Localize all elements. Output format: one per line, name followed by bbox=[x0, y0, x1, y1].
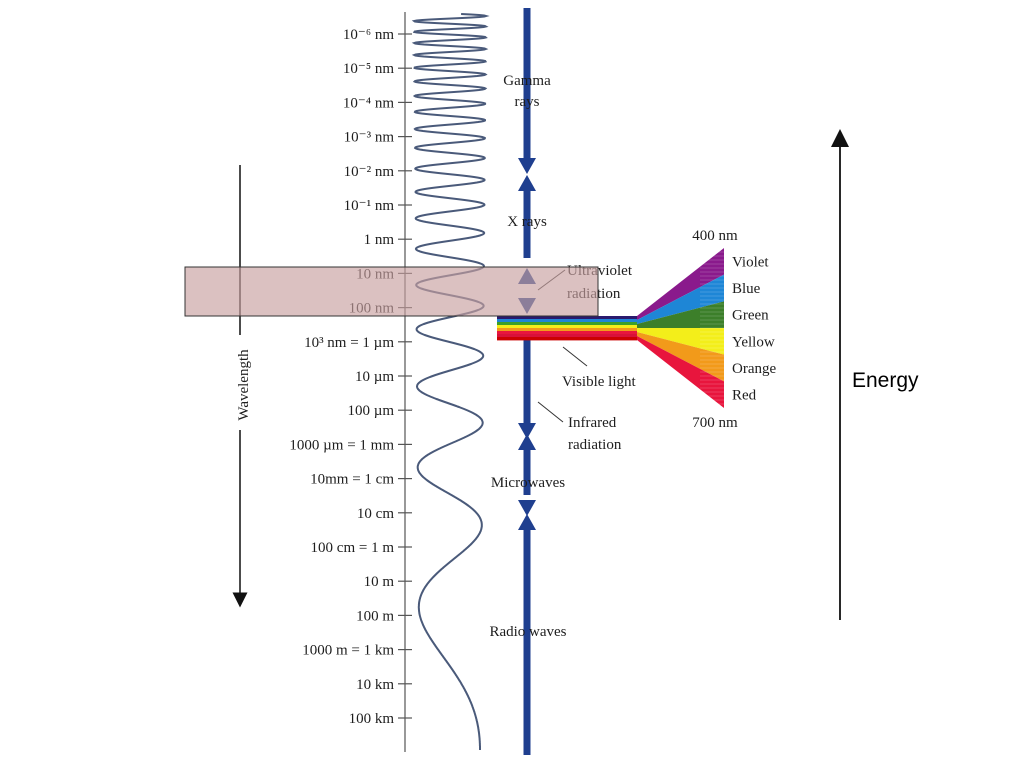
tick-label: 10 cm bbox=[357, 506, 394, 522]
fan-band-blue bbox=[637, 274, 724, 324]
tick-label: 10⁻² nm bbox=[344, 164, 395, 180]
gamma-label-2: rays bbox=[515, 94, 540, 110]
band-segment bbox=[523, 521, 531, 755]
tick-label: 10 µm bbox=[355, 369, 394, 385]
nm-700-label: 700 nm bbox=[692, 415, 738, 431]
visible-strip-band bbox=[497, 322, 637, 326]
visible-strip-band bbox=[497, 316, 637, 320]
band-arrow-down bbox=[518, 158, 536, 174]
tick-label: 100 cm = 1 m bbox=[311, 540, 395, 556]
tick-label: 1000 µm = 1 mm bbox=[289, 437, 394, 453]
tick-label: 1000 m = 1 km bbox=[302, 643, 394, 659]
fan-band-yellow bbox=[637, 328, 724, 355]
color-label-green: Green bbox=[732, 308, 769, 324]
visible-strip-band bbox=[497, 334, 637, 338]
band-segment bbox=[523, 440, 531, 495]
band-arrow-up bbox=[518, 434, 536, 450]
color-label-blue: Blue bbox=[732, 281, 761, 297]
radio-label: Radio waves bbox=[489, 624, 566, 640]
tick-label: 100 m bbox=[356, 608, 394, 624]
gamma-label-1: Gamma bbox=[503, 73, 551, 89]
visible-label: Visible light bbox=[562, 374, 637, 390]
tick-label: 10 km bbox=[356, 677, 394, 693]
fan-band-red bbox=[637, 336, 724, 408]
tick-label: 1 nm bbox=[364, 232, 395, 248]
fan-band-orange bbox=[637, 332, 724, 382]
band-arrow-down bbox=[518, 500, 536, 516]
tick-label: 100 km bbox=[349, 711, 395, 727]
tick-label: 10⁻⁵ nm bbox=[343, 61, 394, 77]
band-segment bbox=[523, 323, 531, 425]
visible-strip-band bbox=[497, 319, 637, 323]
visible-strip-band bbox=[497, 328, 637, 332]
fan-band-violet bbox=[637, 248, 724, 320]
band-arrow-up bbox=[518, 175, 536, 191]
color-label-red: Red bbox=[732, 388, 757, 404]
tick-label: 10³ nm = 1 µm bbox=[304, 335, 394, 351]
tick-label: 10 m bbox=[364, 574, 395, 590]
tick-label: 10mm = 1 cm bbox=[310, 472, 394, 488]
wavelength-label: Wavelength bbox=[236, 349, 252, 421]
ir-label-1: Infrared bbox=[568, 415, 617, 431]
tick-label: 10⁻⁶ nm bbox=[343, 27, 394, 43]
color-label-orange: Orange bbox=[732, 361, 776, 377]
band-arrow-down bbox=[518, 423, 536, 439]
ir-label-2: radiation bbox=[568, 437, 622, 453]
tick-label: 100 µm bbox=[347, 403, 394, 419]
nm-400-label: 400 nm bbox=[692, 228, 738, 244]
fan-band-green bbox=[637, 301, 724, 328]
wavelength-ticks: 10⁻⁶ nm 10⁻⁵ nm 10⁻⁴ nm 10⁻³ nm 10⁻² nm 10⁻¹ … bbox=[289, 27, 412, 727]
tick-label: 10⁻¹ nm bbox=[344, 198, 395, 214]
tick-label: 10⁻³ nm bbox=[344, 130, 395, 146]
visible-strip-band bbox=[497, 331, 637, 335]
band-segment bbox=[523, 8, 531, 158]
band-segment bbox=[523, 182, 531, 258]
visible-strip-band bbox=[497, 325, 637, 329]
wave-curve bbox=[411, 13, 490, 750]
color-label-yellow: Yellow bbox=[732, 334, 775, 350]
microwave-label: Microwaves bbox=[491, 475, 565, 491]
color-label-violet: Violet bbox=[732, 254, 769, 270]
visible-leader bbox=[562, 346, 588, 367]
uv-highlight-box bbox=[184, 266, 599, 317]
energy-label: Energy bbox=[852, 369, 919, 392]
xray-label: X rays bbox=[507, 214, 547, 230]
tick-label: 10⁻⁴ nm bbox=[343, 95, 394, 111]
band-arrow-up bbox=[518, 514, 536, 530]
visible-strip-band bbox=[497, 337, 637, 341]
ir-leader bbox=[537, 401, 564, 423]
